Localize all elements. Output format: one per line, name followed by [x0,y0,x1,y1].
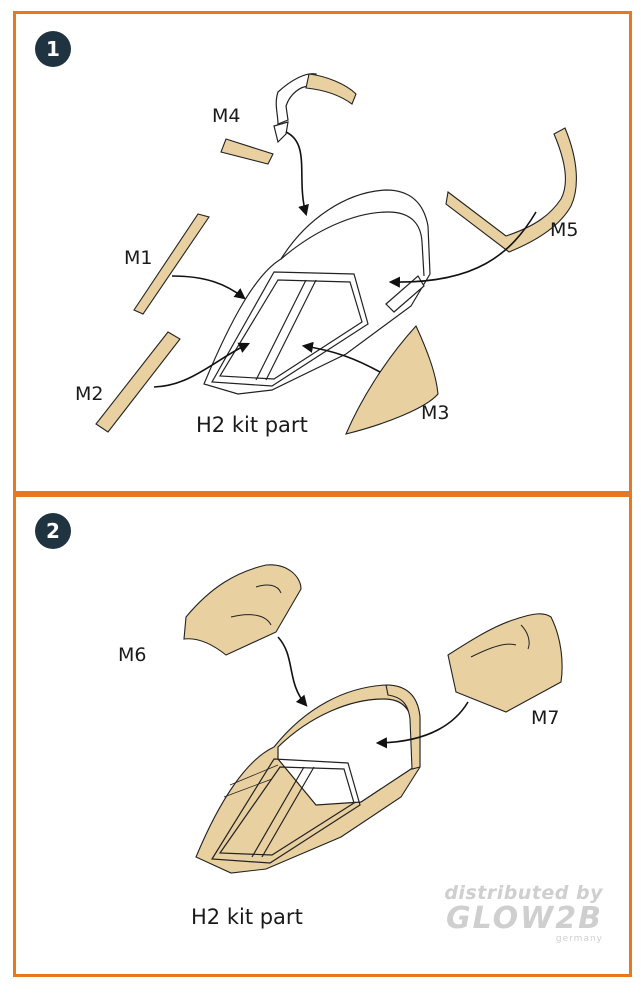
mask-m4-lower [220,138,274,165]
label-m3: M3 [421,402,449,424]
m4-outline-tip [273,121,289,144]
step-1-number: 1 [46,37,60,61]
step-1-diagram: M4 M5 M1 M2 M3 H2 kit part [75,73,578,437]
label-m7: M7 [531,707,559,729]
label-m1: M1 [124,247,152,269]
kit-part-label-1: H2 kit part [196,413,308,437]
watermark-brand: GLOW2B [445,901,603,936]
arrow-m7 [375,701,469,749]
mask-m3 [345,325,439,435]
label-m6: M6 [118,644,146,666]
label-m2: M2 [75,383,103,405]
mask-m7 [447,613,563,713]
mask-m5 [445,127,577,253]
arrow-m5 [388,211,537,288]
canopy-h2 [203,189,431,395]
arrow-m1 [171,275,246,300]
mask-m2 [95,331,181,433]
distributor-watermark: distributed by GLOW2B germany [444,882,603,944]
arrow-m2 [153,342,251,388]
mask-m1 [133,213,210,315]
step-2-panel: 2 M6 M7 H2 k [13,494,632,977]
watermark-tagline: distributed by [444,882,603,904]
arrow-m4 [285,131,309,217]
step-1-panel: 1 [13,11,632,494]
step-2-diagram: M6 M7 H2 kit part [118,564,563,929]
watermark-sub: germany [555,934,603,944]
label-m4: M4 [212,105,240,127]
mask-m4-upper [305,73,357,105]
arrow-m3 [301,341,381,373]
step-2-number: 2 [46,519,60,543]
kit-part-label-2: H2 kit part [191,905,303,929]
step-1-badge: 1 [35,31,71,67]
step-2-badge: 2 [35,513,71,549]
arrow-m6 [277,636,308,707]
canopy-h2-masked [195,684,421,874]
label-m5: M5 [550,219,578,241]
mask-m6 [183,564,302,656]
